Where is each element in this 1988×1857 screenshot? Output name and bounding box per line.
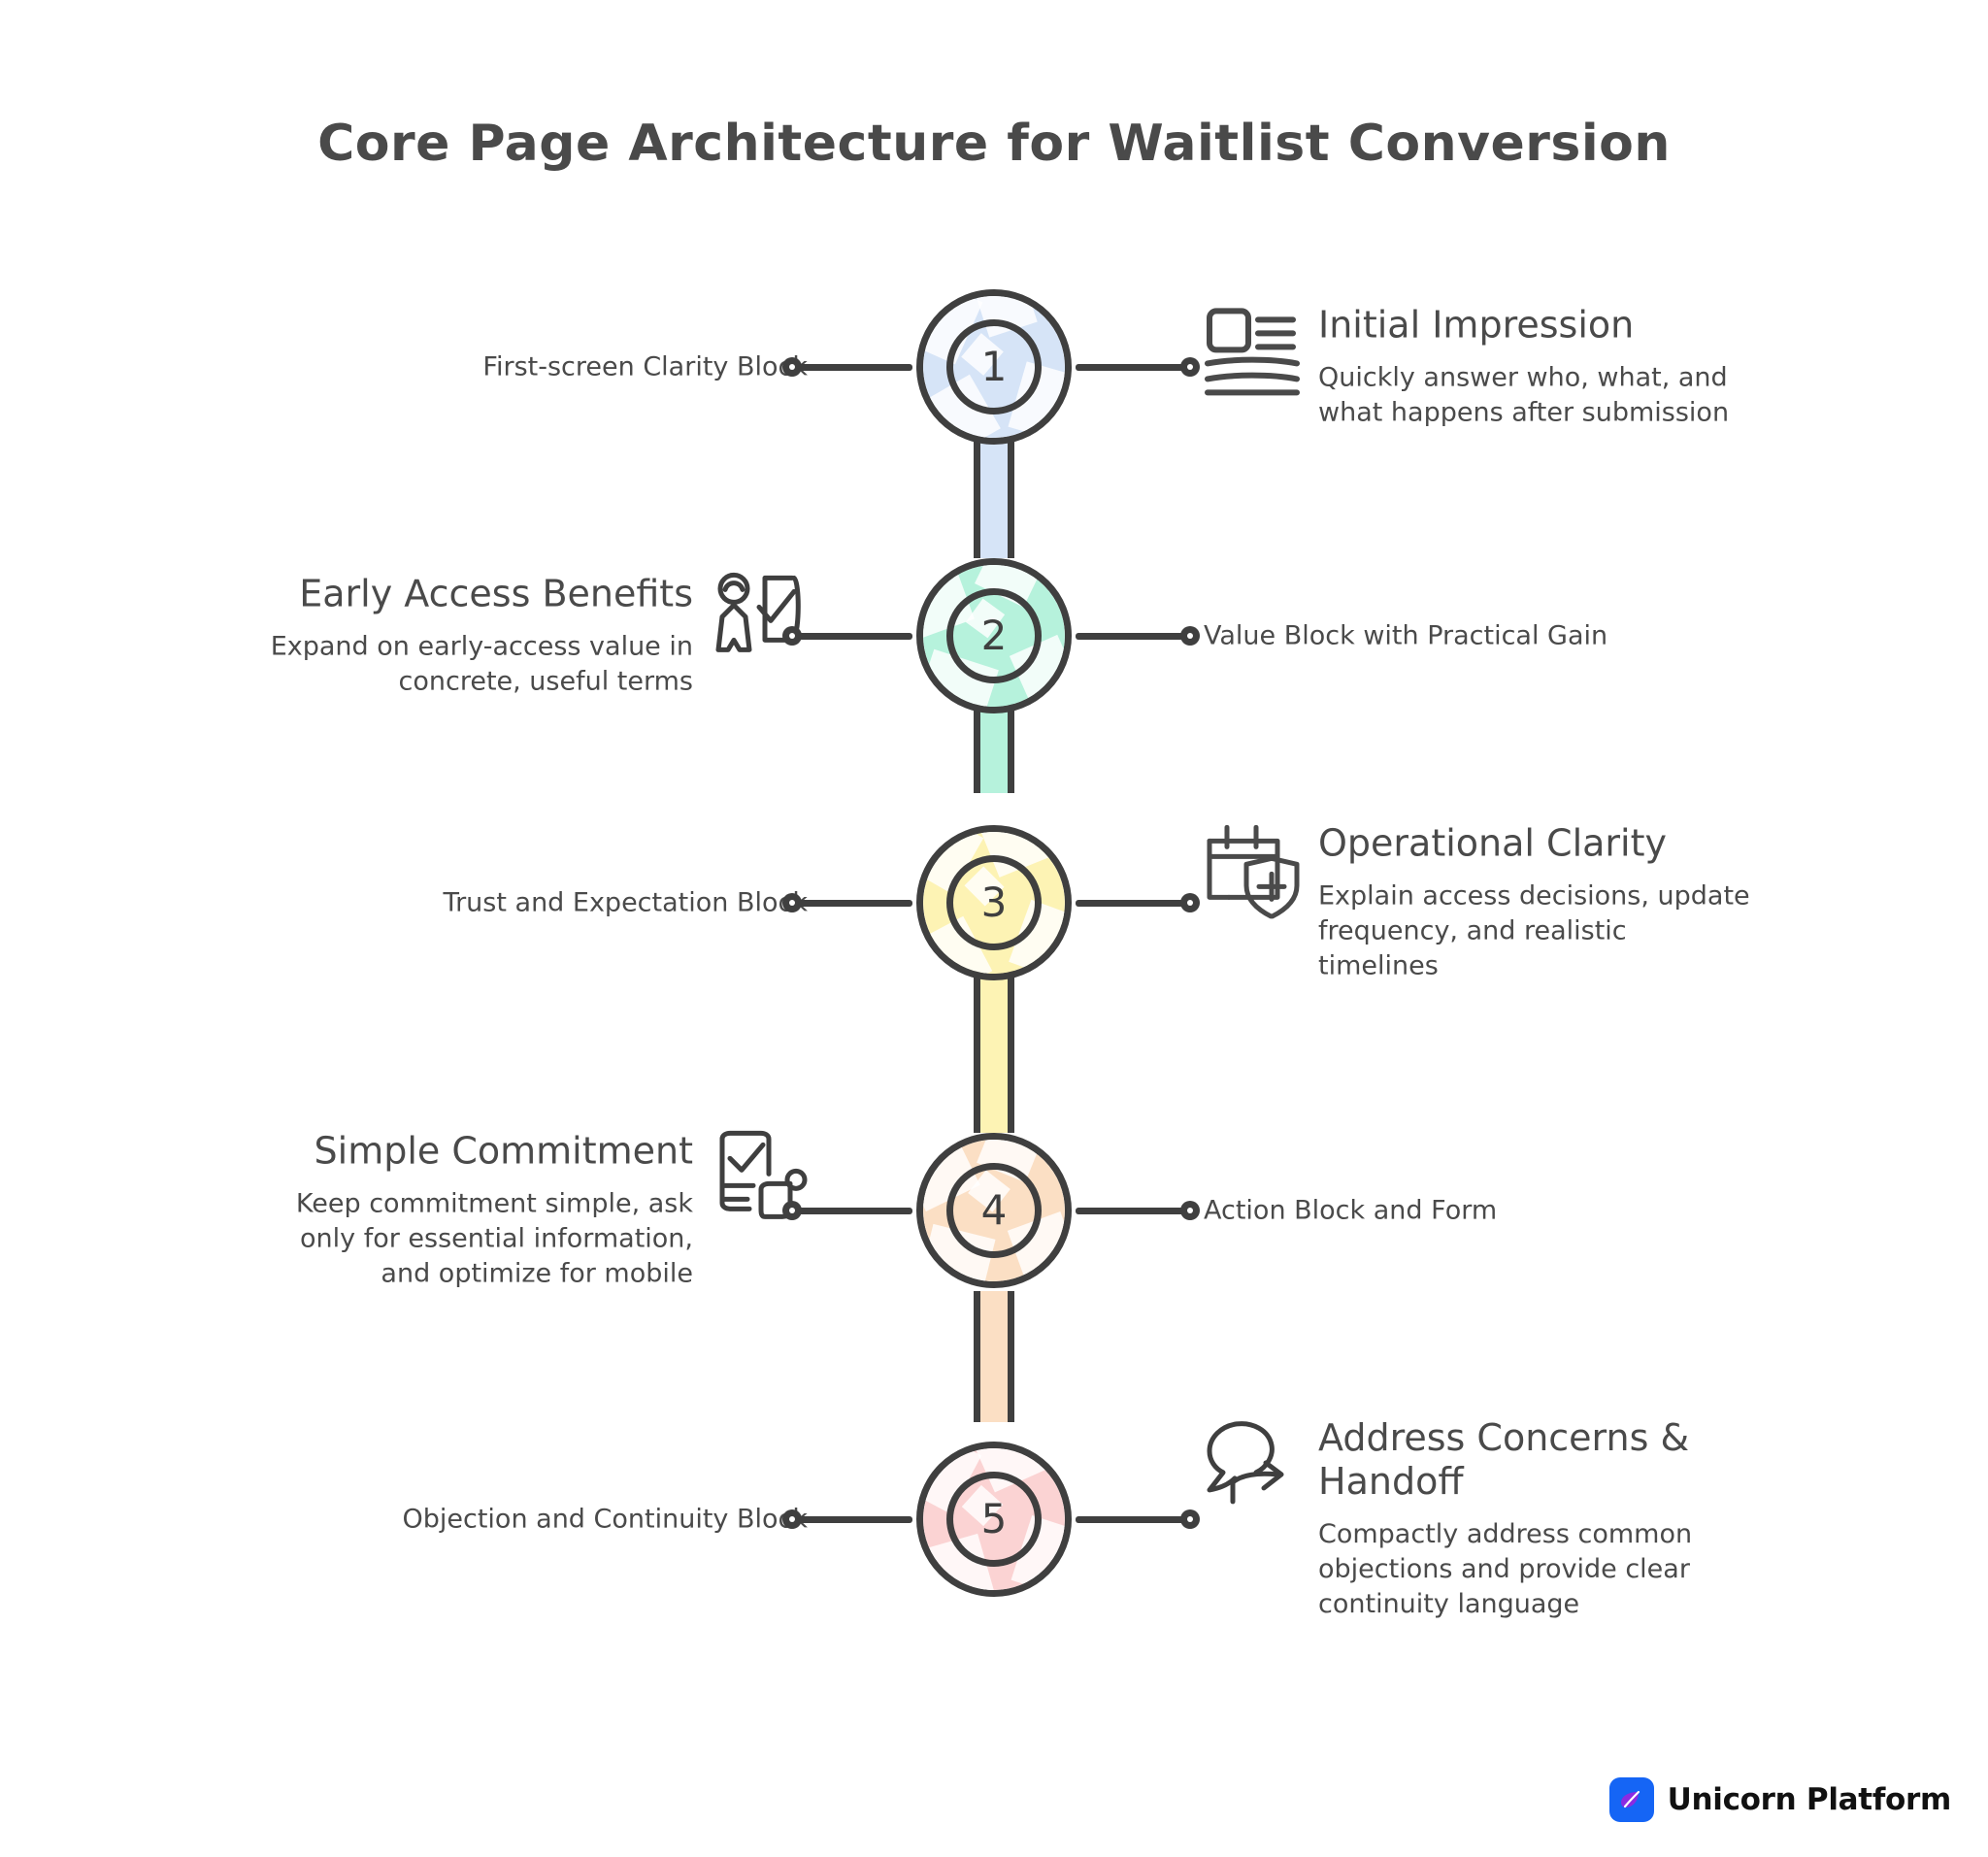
node-3-right-dot (1180, 893, 1200, 912)
page-title: Core Page Architecture for Waitlist Conv… (317, 115, 1671, 173)
node-5-left-dot (782, 1509, 802, 1529)
node-5-left-stem (798, 1515, 912, 1523)
node-1-right-stem (1076, 363, 1190, 371)
article-layout-icon (1205, 308, 1300, 396)
node-3-number: 3 (980, 879, 1008, 926)
node-5-left-label-group: Objection and Continuity Block (403, 1502, 809, 1536)
node-2-right-dot (1180, 626, 1200, 646)
node-3-right-stem (1076, 899, 1190, 907)
node-1-heading: Initial Impression (1318, 303, 1635, 347)
node-1-right-group: Initial Impression Quickly answer who, w… (1204, 303, 1825, 430)
node-4-heading: Simple Commitment (314, 1129, 693, 1173)
node-2-right-label: Value Block with Practical Gain (1204, 620, 1608, 651)
node-1-circle[interactable]: 1 (916, 289, 1072, 445)
calendar-shield-plus-icon (1207, 824, 1300, 919)
node-4-number: 4 (980, 1186, 1008, 1234)
node-1-right-dot (1180, 357, 1200, 377)
node-3-inner-ring: 3 (946, 855, 1042, 950)
node-1-left-dot (782, 357, 802, 377)
node-2-left-group: Early Access Benefits Expand on early-ac… (167, 572, 808, 699)
node-2-heading: Early Access Benefits (299, 572, 693, 615)
node-5-left-label: Objection and Continuity Block (402, 1504, 809, 1535)
node-2-number: 2 (980, 612, 1008, 659)
node-1-left-label: First-screen Clarity Block (482, 351, 808, 382)
node-1-inner-ring: 1 (946, 319, 1042, 415)
node-3-left-stem (798, 899, 912, 907)
node-2-left-stem (798, 632, 912, 640)
node-3-left-label: Trust and Expectation Block (443, 887, 808, 918)
node-3-body: Explain access decisions, update frequen… (1318, 880, 1750, 981)
person-approval-icon (715, 572, 801, 652)
node-2-left-dot (782, 626, 802, 646)
node-1-left-label-group: First-screen Clarity Block (482, 349, 808, 383)
brand-logo[interactable]: Unicorn Platform (1608, 1777, 1952, 1822)
node-4-right-label: Action Block and Form (1204, 1195, 1498, 1226)
node-4-right-stem (1076, 1207, 1190, 1214)
node-4-right-group: Action Block and Form (1204, 1193, 1497, 1227)
node-3-heading: Operational Clarity (1318, 821, 1667, 865)
node-1-left-stem (798, 363, 912, 371)
node-5-heading: Address Concerns & Handoff (1318, 1415, 1690, 1503)
node-1-number: 1 (980, 343, 1008, 390)
node-2-circle[interactable]: 2 (916, 558, 1072, 713)
node-3-left-dot (782, 893, 802, 912)
connector-bar-4-5 (974, 1291, 1014, 1422)
node-4-inner-ring: 4 (946, 1163, 1042, 1258)
node-4-left-stem (798, 1207, 912, 1214)
node-3-circle[interactable]: 3 (916, 825, 1072, 980)
speech-bubble-arrow-icon (1207, 1421, 1284, 1505)
node-2-right-stem (1076, 632, 1190, 640)
node-2-body: Expand on early-access value in concrete… (270, 631, 693, 697)
node-4-body: Keep commitment simple, ask only for ess… (295, 1188, 693, 1289)
node-2-right-group: Value Block with Practical Gain (1204, 618, 1607, 652)
node-5-number: 5 (980, 1495, 1008, 1542)
node-5-right-dot (1180, 1509, 1200, 1529)
node-3-left-label-group: Trust and Expectation Block (444, 885, 808, 919)
connector-bar-1-2 (974, 442, 1014, 558)
node-5-inner-ring: 5 (946, 1472, 1042, 1567)
node-5-right-stem (1076, 1515, 1190, 1523)
node-4-left-group: Simple Commitment Keep commitment simple… (167, 1129, 808, 1291)
node-3-right-group: Operational Clarity Explain access decis… (1204, 821, 1825, 983)
node-5-circle[interactable]: 5 (916, 1442, 1072, 1597)
node-4-circle[interactable]: 4 (916, 1133, 1072, 1288)
node-2-inner-ring: 2 (946, 588, 1042, 683)
node-1-body: Quickly answer who, what, and what happe… (1318, 362, 1730, 428)
unicorn-leaf-icon (1608, 1777, 1654, 1822)
node-4-left-dot (782, 1201, 802, 1220)
node-5-right-group: Address Concerns & Handoff Compactly add… (1204, 1416, 1825, 1622)
brand-name: Unicorn Platform (1667, 1782, 1952, 1817)
node-5-body: Compactly address common objections and … (1318, 1518, 1693, 1619)
mobile-form-check-icon (719, 1130, 808, 1219)
node-4-right-dot (1180, 1201, 1200, 1220)
